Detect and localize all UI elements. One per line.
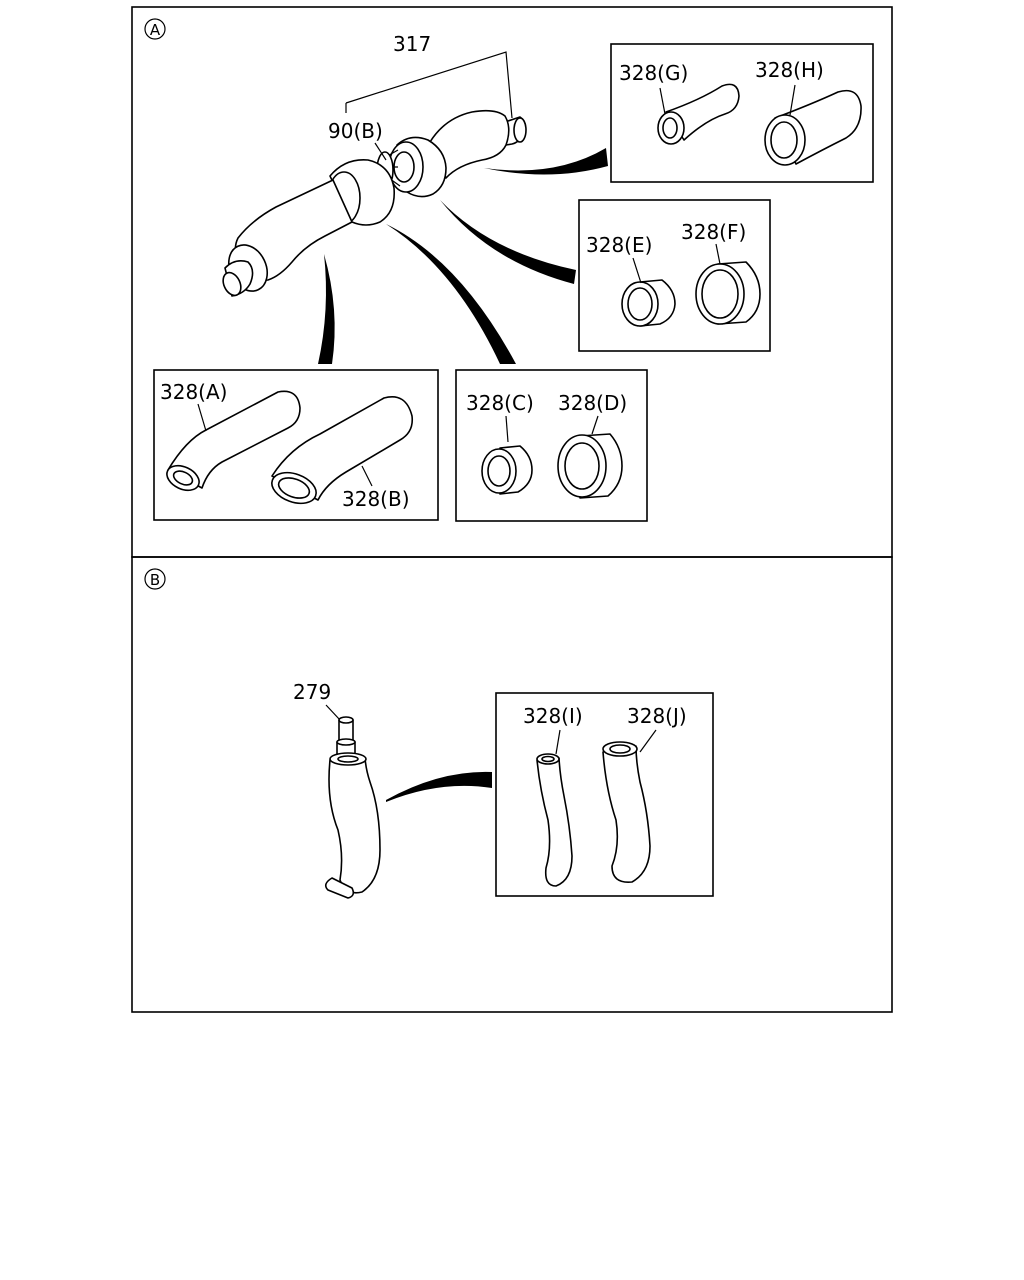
hose-328a [166, 390, 301, 492]
section-a-marker: A [144, 18, 166, 40]
ring-328e [621, 279, 676, 327]
callout-wedge-gh [484, 148, 608, 175]
leader-328b [361, 465, 373, 487]
leader-328i [555, 729, 561, 755]
box-328-ij [495, 692, 714, 897]
leader-328d [591, 415, 599, 435]
pipe-assembly-279 [324, 716, 381, 899]
leader-279 [325, 704, 341, 721]
box-328-gh [610, 43, 874, 183]
label-328e: 328(E) [586, 233, 652, 257]
hose-assembly-317 [222, 109, 527, 297]
leader-328f [715, 243, 721, 265]
label-328f: 328(F) [681, 220, 746, 244]
hose-328b [271, 396, 414, 505]
ring-328d [557, 433, 623, 499]
label-328b: 328(B) [342, 487, 410, 511]
section-b-marker: B [144, 568, 166, 590]
label-328g: 328(G) [619, 61, 688, 85]
box-328-ab [153, 369, 439, 521]
svg-text:A: A [150, 21, 161, 39]
leader-328g [659, 87, 666, 115]
callout-wedge-ij [386, 771, 492, 802]
clamp-leader [374, 142, 387, 161]
callout-wedge-ab [318, 254, 335, 364]
label-328a: 328(A) [160, 380, 227, 404]
leader-328h [789, 84, 796, 116]
assembly-label: 317 [393, 32, 431, 56]
box-328-cd [455, 369, 648, 522]
box-328-ef [578, 199, 771, 352]
hose-328i [536, 753, 573, 887]
clamp-label: 90(B) [328, 119, 383, 143]
leader-328c [505, 415, 509, 443]
leader-328a [197, 403, 207, 432]
ring-328c [481, 445, 533, 495]
hose-328j [602, 741, 651, 883]
hose-328g [657, 83, 740, 145]
svg-text:B: B [150, 571, 160, 589]
section-b-frame [131, 556, 893, 1013]
label-328c: 328(C) [466, 391, 534, 415]
label-328h: 328(H) [755, 58, 824, 82]
ring-328f [695, 261, 761, 325]
leader-328e [632, 257, 642, 284]
leader-328j [639, 729, 657, 753]
assembly-bracket [345, 51, 513, 119]
label-328i: 328(I) [523, 704, 583, 728]
label-328j: 328(J) [627, 704, 687, 728]
pipe-label: 279 [293, 680, 331, 704]
callout-wedge-cd [386, 224, 516, 364]
callout-wedge-ef [440, 200, 576, 284]
label-328d: 328(D) [558, 391, 627, 415]
hose-328h [764, 89, 862, 166]
